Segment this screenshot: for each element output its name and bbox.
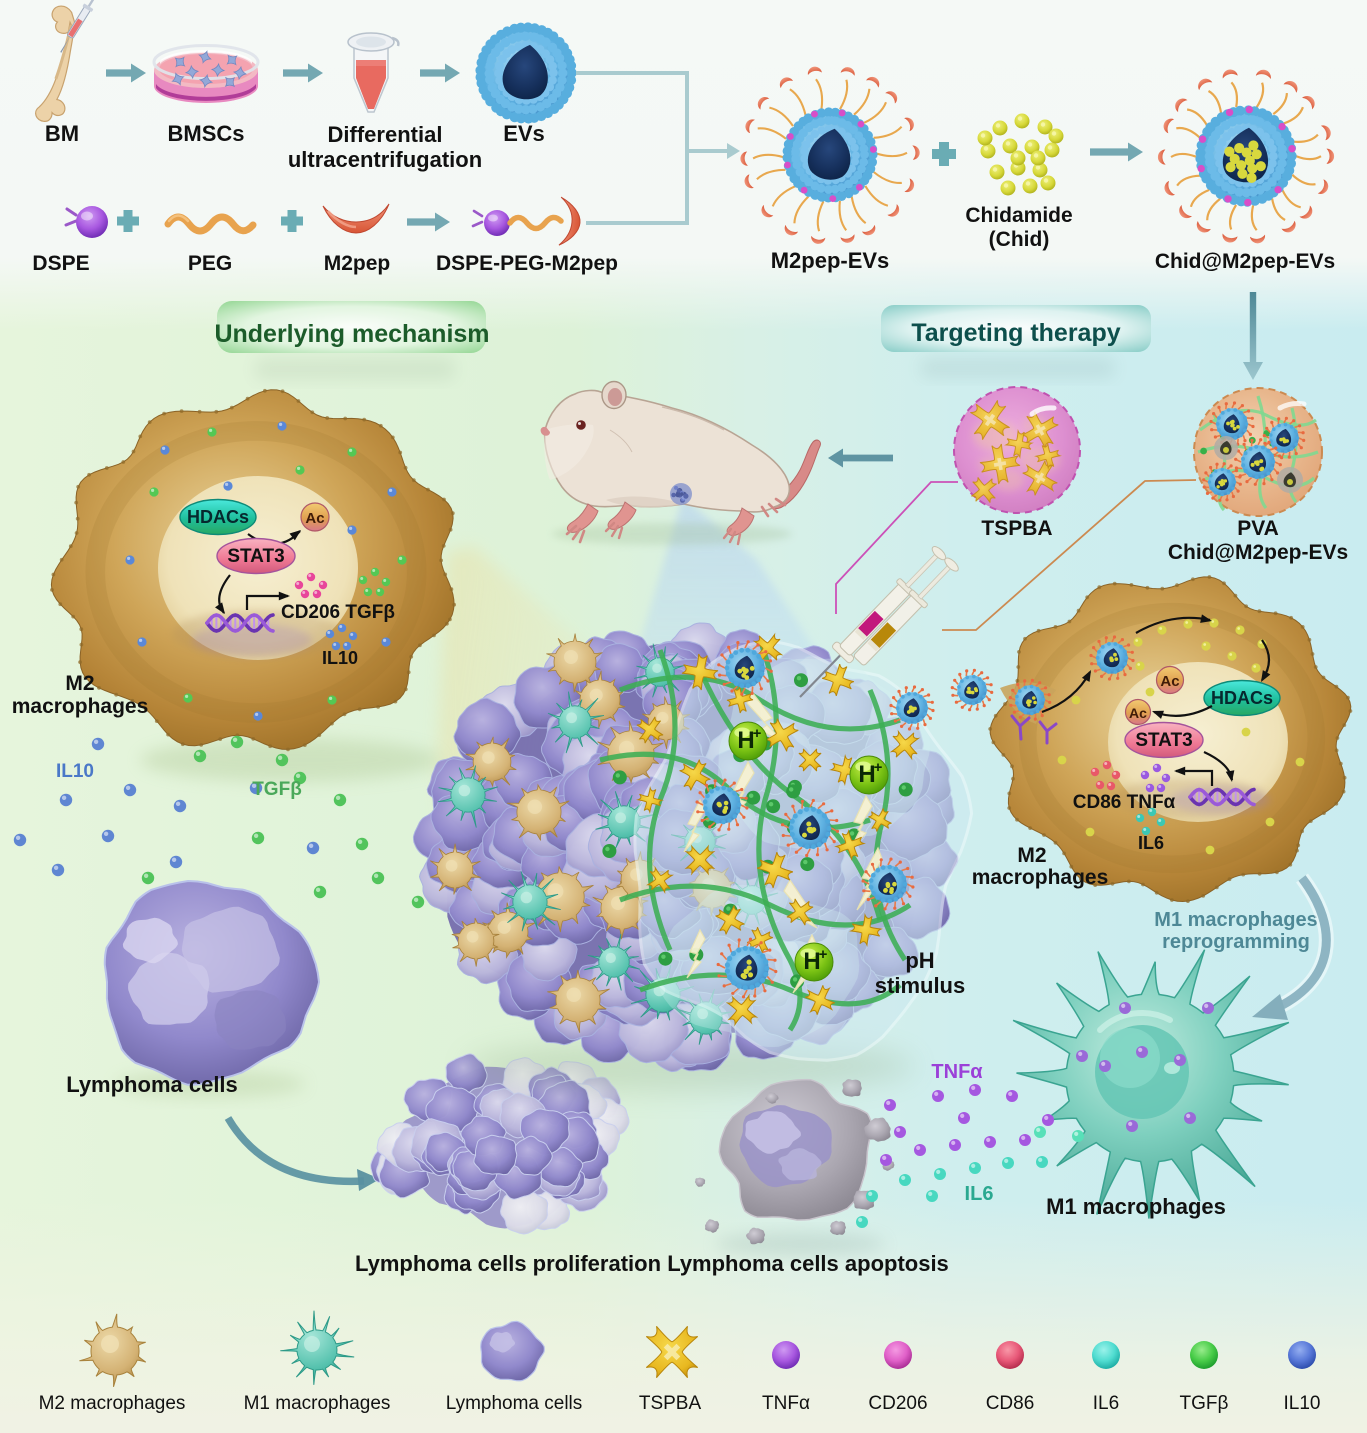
svg-text:DSPE: DSPE: [32, 252, 89, 275]
svg-text:+: +: [874, 759, 883, 776]
svg-text:BM: BM: [45, 121, 79, 146]
svg-text:TNFα: TNFα: [762, 1393, 810, 1414]
svg-text:H: H: [803, 948, 820, 975]
svg-text:M1 macrophages: M1 macrophages: [244, 1393, 391, 1414]
svg-text:Targeting therapy: Targeting therapy: [911, 319, 1120, 347]
svg-text:Ac: Ac: [1160, 673, 1179, 690]
svg-text:TGFβ: TGFβ: [1180, 1393, 1229, 1414]
svg-text:BMSCs: BMSCs: [167, 121, 244, 146]
svg-text:CD206: CD206: [868, 1393, 927, 1414]
svg-text:PEG: PEG: [188, 252, 232, 275]
svg-text:pH: pH: [905, 948, 934, 973]
svg-text:IL6: IL6: [965, 1183, 994, 1205]
svg-text:Chid@M2pep-EVs: Chid@M2pep-EVs: [1168, 541, 1348, 564]
svg-text:M1 macrophages: M1 macrophages: [1154, 909, 1317, 931]
svg-text:HDACs: HDACs: [187, 507, 249, 527]
svg-text:M2: M2: [65, 672, 94, 695]
svg-text:EVs: EVs: [503, 121, 545, 146]
svg-text:DSPE-PEG-M2pep: DSPE-PEG-M2pep: [436, 252, 618, 275]
svg-text:Chidamide: Chidamide: [965, 204, 1072, 227]
svg-text:Chid@M2pep-EVs: Chid@M2pep-EVs: [1155, 250, 1335, 273]
svg-text:HDACs: HDACs: [1211, 688, 1273, 708]
svg-text:TSPBA: TSPBA: [981, 517, 1052, 540]
svg-text:M2 macrophages: M2 macrophages: [39, 1393, 186, 1414]
svg-text:IL10: IL10: [322, 648, 358, 668]
svg-text:macrophages: macrophages: [12, 695, 149, 718]
svg-text:(Chid): (Chid): [989, 228, 1050, 251]
svg-text:IL10: IL10: [56, 761, 94, 782]
svg-text:IL6: IL6: [1093, 1393, 1119, 1414]
svg-text:TGFβ: TGFβ: [252, 779, 302, 800]
svg-text:+: +: [753, 725, 762, 742]
svg-text:Lymphoma cells: Lymphoma cells: [446, 1393, 583, 1414]
svg-text:M2: M2: [1017, 844, 1046, 867]
svg-text:M1 macrophages: M1 macrophages: [1046, 1194, 1226, 1219]
svg-text:Lymphoma cells apoptosis: Lymphoma cells apoptosis: [667, 1251, 949, 1276]
svg-text:STAT3: STAT3: [1135, 730, 1192, 751]
svg-text:IL6: IL6: [1138, 833, 1164, 853]
svg-text:M2pep-EVs: M2pep-EVs: [771, 248, 890, 273]
svg-text:stimulus: stimulus: [875, 973, 965, 998]
svg-text:macrophages: macrophages: [972, 866, 1109, 889]
svg-text:reprogramming: reprogramming: [1162, 931, 1310, 953]
svg-text:CD86 TNFα: CD86 TNFα: [1073, 792, 1176, 813]
svg-text:H: H: [858, 761, 875, 788]
svg-text:H: H: [737, 727, 754, 754]
svg-text:IL10: IL10: [1284, 1393, 1321, 1414]
svg-text:Lymphoma cells proliferation: Lymphoma cells proliferation: [355, 1251, 661, 1276]
svg-text:TSPBA: TSPBA: [639, 1393, 702, 1414]
svg-text:TNFα: TNFα: [931, 1061, 983, 1083]
svg-text:+: +: [819, 946, 828, 963]
svg-text:Ac: Ac: [1129, 705, 1147, 721]
svg-text:M2pep: M2pep: [324, 252, 391, 275]
svg-text:STAT3: STAT3: [227, 546, 284, 567]
svg-text:Lymphoma cells: Lymphoma cells: [66, 1072, 238, 1097]
svg-text:Underlying mechanism: Underlying mechanism: [214, 320, 489, 348]
svg-text:CD86: CD86: [986, 1393, 1035, 1414]
svg-text:PVA: PVA: [1237, 517, 1279, 540]
svg-text:Differential: Differential: [328, 122, 443, 147]
svg-text:ultracentrifugation: ultracentrifugation: [288, 147, 482, 172]
svg-text:Ac: Ac: [305, 510, 324, 527]
svg-text:CD206 TGFβ: CD206 TGFβ: [281, 602, 395, 623]
